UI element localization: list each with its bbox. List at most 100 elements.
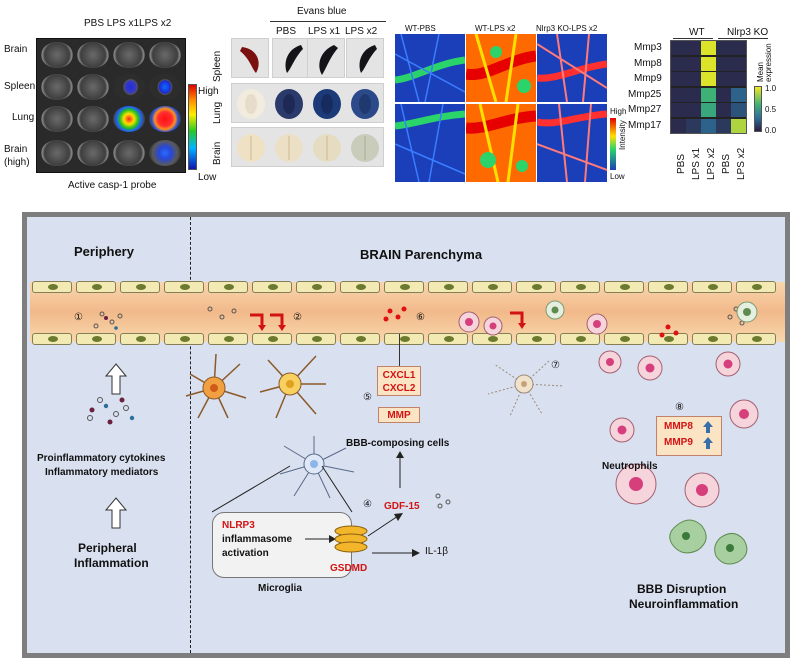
disruption-line-1: BBB Disruption: [637, 582, 727, 596]
endothelial-cell: [32, 333, 72, 345]
microglia-zoom-box: [212, 512, 352, 578]
heatmap-cell: [731, 103, 746, 117]
intensity-label: Intensity: [618, 120, 627, 150]
endothelial-cell: [692, 333, 732, 345]
cond-ko-pbs: PBS: [721, 153, 732, 174]
heatmap-cell: [716, 56, 731, 71]
heat-colorbar: [188, 84, 197, 170]
heatmap-cell: [731, 87, 746, 102]
heatmap-cell: [686, 87, 701, 102]
inflammasome-line-1: inflammasome: [222, 534, 293, 545]
panel-b-title: Evans blue: [297, 6, 347, 17]
endothelial-cell: [120, 333, 160, 345]
col-label-wt-lps: WT-LPS x2: [475, 24, 516, 33]
row-label-lung: Lung: [12, 112, 35, 123]
astrocytes: [185, 353, 326, 419]
brain-photo-strip: [231, 127, 384, 167]
row-label-brain: Brain: [4, 44, 28, 55]
endothelial-cell: [76, 333, 116, 345]
up-arrow-upper: [104, 363, 128, 395]
endothelial-cell: [340, 281, 380, 293]
gsdmd-to-gdf-arrow: [367, 513, 403, 537]
periphery-particles: [87, 311, 135, 425]
gene-mmp3: Mmp3: [634, 42, 662, 53]
bbb-cells-label: BBB-composing cells: [346, 438, 450, 449]
heatmap-cell: [716, 72, 731, 86]
neutrophils-label: Neutrophils: [602, 461, 658, 472]
gene-mmp8: Mmp8: [634, 58, 662, 69]
row-label-brain-high-suffix: (high): [4, 157, 30, 168]
heatmap-cell: [671, 87, 686, 102]
infiltrating-neutrophils: [598, 350, 759, 565]
step-4: ④: [363, 499, 372, 510]
legend-colorbar: [754, 86, 762, 132]
scale-high-label: High: [198, 86, 219, 97]
endothelial-cell: [252, 333, 292, 345]
scan-wt-pbs-top: [395, 34, 465, 102]
endothelial-cell: [604, 281, 644, 293]
step-7: ⑦: [551, 360, 560, 371]
col-label-lps2: LPS x2: [345, 26, 378, 37]
activation-arrow: [305, 535, 336, 543]
heatmap-cell: [671, 56, 686, 71]
col-label-wt-pbs: WT-PBS: [405, 24, 436, 33]
cytokines-line-1: Proinflammatory cytokines: [37, 453, 166, 464]
endothelial-cell: [164, 281, 204, 293]
step-1: ①: [74, 312, 83, 323]
heatmap-cell: [686, 103, 701, 117]
heatmap-cell: [686, 118, 701, 133]
panel-a-caption: Active casp-1 probe: [68, 180, 157, 191]
endothelial-cell: [428, 333, 468, 345]
intensity-low: Low: [610, 172, 625, 181]
ko-rule: [718, 38, 768, 39]
intensity-high: High: [610, 107, 627, 116]
group-wt: WT: [689, 27, 705, 38]
mmp9-label: MMP9: [664, 437, 693, 448]
damaged-astrocyte: [487, 359, 565, 417]
endothelial-cell: [208, 333, 248, 345]
group-ko: Nlrp3 KO: [727, 27, 769, 38]
endothelial-cell: [648, 281, 688, 293]
nlrp3-label: NLRP3: [222, 520, 255, 531]
endothelial-cell: [164, 333, 204, 345]
gdf15-label: GDF-15: [384, 501, 420, 512]
heatmap-cell: [701, 87, 716, 102]
heatmap-cell: [731, 56, 746, 71]
gdf-particles: [435, 493, 451, 509]
row-label-brain-high: Brain: [4, 144, 28, 155]
heatmap-cell: [671, 41, 686, 55]
legend-title: Mean expression: [756, 43, 773, 82]
cytokines-line-2: Inflammatory mediators: [45, 467, 159, 478]
zoom-lines: [212, 465, 353, 513]
gdf-up-arrow: [396, 451, 404, 488]
heatmap-cell: [731, 118, 746, 133]
microglia-cell: [279, 436, 355, 499]
heatmap-cell: [686, 72, 701, 86]
legend-tick-max: 1.0: [765, 84, 777, 93]
step-5: ⑤: [363, 392, 372, 403]
peripheral-line-1: Peripheral: [78, 541, 137, 555]
gene-mmp17: Mmp17: [628, 120, 662, 131]
row-label-spleen: Spleen: [4, 81, 36, 92]
mmp-label: MMP: [387, 410, 411, 421]
heatmap-cell: [716, 87, 731, 102]
mmp89-box: [656, 416, 722, 456]
endothelial-cell: [252, 281, 292, 293]
heatmap-cell: [686, 41, 701, 55]
inflammasome-line-2: activation: [222, 548, 269, 559]
il1b-arrow: [372, 549, 420, 557]
endothelial-cell: [516, 333, 556, 345]
vessel-contents: [207, 306, 745, 338]
scan-wt-pbs-bottom: [395, 104, 465, 182]
disruption-line-2: Neuroinflammation: [629, 597, 739, 611]
endothelial-cell: [76, 281, 116, 293]
spleen-lps2-photo: [307, 38, 345, 78]
step-2: ②: [293, 312, 302, 323]
row-label-spleen-b: Spleen: [212, 50, 223, 82]
endothelial-cell: [604, 333, 644, 345]
endothelial-cell: [472, 281, 512, 293]
cond-lps1: LPS x1: [691, 147, 702, 180]
legend-tick-min: 0.0: [765, 126, 777, 135]
scan-wt-lps-bottom: [466, 104, 536, 182]
lung-photo-strip: [231, 83, 384, 123]
